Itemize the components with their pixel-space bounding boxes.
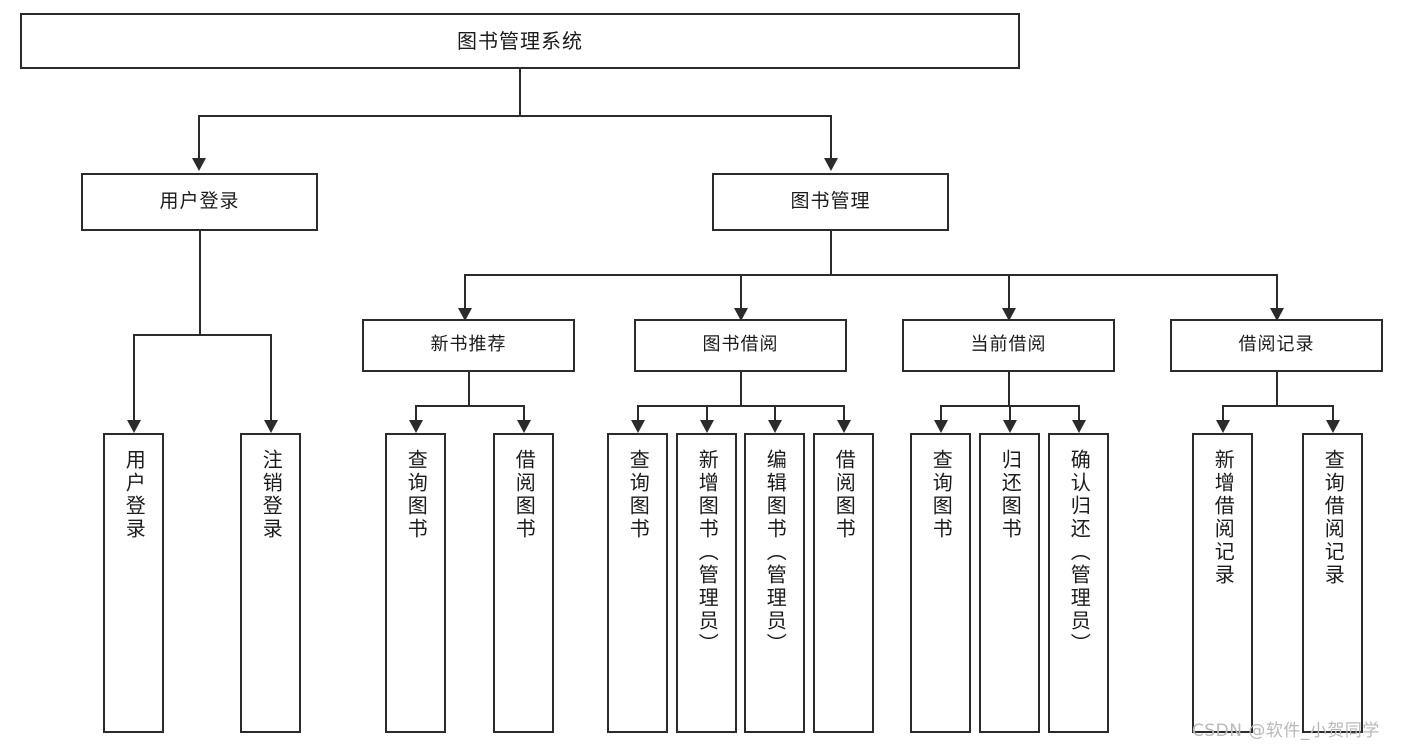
edge-root-to-user-login bbox=[198, 115, 200, 160]
node-leaf-add-record-label: 新增借阅记录 bbox=[1211, 449, 1236, 587]
edge-borrow-to-leaf-2 bbox=[706, 405, 708, 424]
edge-new-book-to-leaf-2 bbox=[523, 405, 525, 424]
node-leaf-query-book-3-label: 查询图书 bbox=[929, 449, 954, 541]
arrow-borrow-to-leaf-1 bbox=[631, 420, 645, 433]
edge-borrow-stem bbox=[740, 372, 742, 406]
node-book-manage[interactable]: 图书管理 bbox=[712, 173, 949, 231]
node-book-manage-label: 图书管理 bbox=[790, 190, 871, 213]
node-leaf-user-login-label: 用户登录 bbox=[122, 449, 147, 541]
node-records[interactable]: 借阅记录 bbox=[1170, 319, 1383, 372]
edge-borrow-to-leaf-3 bbox=[774, 405, 776, 424]
arrow-book-manage-to-current bbox=[1002, 308, 1016, 321]
node-new-book-label: 新书推荐 bbox=[430, 334, 507, 356]
arrow-borrow-to-leaf-2 bbox=[700, 420, 714, 433]
node-leaf-add-book-label: 新增图书（管理员） bbox=[695, 449, 720, 656]
node-leaf-query-book-1-label: 查询图书 bbox=[404, 449, 429, 541]
node-leaf-query-record-label: 查询借阅记录 bbox=[1321, 449, 1346, 587]
edge-user-login-stem bbox=[199, 231, 201, 335]
edge-new-book-bus bbox=[415, 405, 525, 407]
edge-records-bus bbox=[1222, 405, 1334, 407]
edge-root-to-book-manage bbox=[830, 115, 832, 160]
edge-book-manage-bus bbox=[464, 274, 1276, 276]
node-current[interactable]: 当前借阅 bbox=[902, 319, 1115, 372]
node-leaf-add-book[interactable]: 新增图书（管理员） bbox=[676, 433, 737, 733]
edge-borrow-to-leaf-1 bbox=[637, 405, 639, 424]
arrow-current-to-leaf-3 bbox=[1072, 420, 1086, 433]
edge-book-manage-to-borrow bbox=[740, 274, 742, 312]
edge-user-login-to-leaf-1 bbox=[133, 334, 135, 424]
node-user-login[interactable]: 用户登录 bbox=[81, 173, 318, 231]
node-records-label: 借阅记录 bbox=[1238, 334, 1315, 356]
edge-current-to-leaf-2 bbox=[1009, 405, 1011, 424]
edge-new-book-stem bbox=[468, 372, 470, 406]
node-root-label: 图书管理系统 bbox=[457, 28, 583, 53]
arrow-borrow-to-leaf-4 bbox=[837, 420, 851, 433]
edge-user-login-to-leaf-2 bbox=[270, 334, 272, 424]
arrow-new-book-to-leaf-1 bbox=[409, 420, 423, 433]
arrow-root-to-user-login bbox=[192, 158, 206, 171]
node-leaf-return-book[interactable]: 归还图书 bbox=[979, 433, 1040, 733]
node-leaf-borrow-book-2[interactable]: 借阅图书 bbox=[813, 433, 874, 733]
node-leaf-borrow-book-2-label: 借阅图书 bbox=[832, 449, 857, 541]
arrow-borrow-to-leaf-3 bbox=[768, 420, 782, 433]
edge-current-to-leaf-3 bbox=[1078, 405, 1080, 424]
edge-new-book-to-leaf-1 bbox=[415, 405, 417, 424]
node-borrow-label: 图书借阅 bbox=[702, 334, 779, 356]
arrow-current-to-leaf-2 bbox=[1003, 420, 1017, 433]
edge-borrow-to-leaf-4 bbox=[843, 405, 845, 424]
node-leaf-logout[interactable]: 注销登录 bbox=[240, 433, 301, 733]
edge-records-to-leaf-1 bbox=[1222, 405, 1224, 424]
node-leaf-borrow-book-1[interactable]: 借阅图书 bbox=[493, 433, 554, 733]
arrow-current-to-leaf-1 bbox=[934, 420, 948, 433]
arrow-book-manage-to-records bbox=[1270, 308, 1284, 321]
arrow-book-manage-to-borrow bbox=[734, 308, 748, 321]
arrow-user-login-to-leaf-1 bbox=[127, 420, 141, 433]
arrow-new-book-to-leaf-2 bbox=[517, 420, 531, 433]
arrow-root-to-book-manage bbox=[824, 158, 838, 171]
node-leaf-user-login[interactable]: 用户登录 bbox=[103, 433, 164, 733]
node-leaf-return-book-label: 归还图书 bbox=[998, 449, 1023, 541]
node-leaf-confirm-return-label: 确认归还（管理员） bbox=[1067, 449, 1092, 656]
node-leaf-logout-label: 注销登录 bbox=[259, 449, 284, 541]
node-borrow[interactable]: 图书借阅 bbox=[634, 319, 847, 372]
edge-root-stem bbox=[519, 69, 521, 117]
edge-borrow-bus bbox=[637, 405, 845, 407]
node-current-label: 当前借阅 bbox=[970, 334, 1047, 356]
watermark-text: CSDN @软件_小贺同学 bbox=[1192, 721, 1380, 741]
node-leaf-add-record[interactable]: 新增借阅记录 bbox=[1192, 433, 1253, 733]
node-leaf-query-record[interactable]: 查询借阅记录 bbox=[1302, 433, 1363, 733]
node-leaf-edit-book[interactable]: 编辑图书（管理员） bbox=[744, 433, 805, 733]
node-leaf-edit-book-label: 编辑图书（管理员） bbox=[763, 449, 788, 656]
node-leaf-query-book-3[interactable]: 查询图书 bbox=[910, 433, 971, 733]
node-leaf-query-book-1[interactable]: 查询图书 bbox=[385, 433, 446, 733]
arrow-book-manage-to-new-book bbox=[458, 308, 472, 321]
edge-current-to-leaf-1 bbox=[940, 405, 942, 424]
arrow-user-login-to-leaf-2 bbox=[264, 420, 278, 433]
edge-current-stem bbox=[1008, 372, 1010, 406]
edge-records-to-leaf-2 bbox=[1332, 405, 1334, 424]
node-leaf-query-book-2[interactable]: 查询图书 bbox=[607, 433, 668, 733]
edge-book-manage-to-records bbox=[1276, 274, 1278, 312]
node-leaf-query-book-2-label: 查询图书 bbox=[626, 449, 651, 541]
node-user-login-label: 用户登录 bbox=[159, 190, 240, 213]
arrow-records-to-leaf-2 bbox=[1326, 420, 1340, 433]
node-new-book[interactable]: 新书推荐 bbox=[362, 319, 575, 372]
node-leaf-confirm-return[interactable]: 确认归还（管理员） bbox=[1048, 433, 1109, 733]
arrow-records-to-leaf-1 bbox=[1216, 420, 1230, 433]
node-root[interactable]: 图书管理系统 bbox=[20, 13, 1020, 69]
node-leaf-borrow-book-1-label: 借阅图书 bbox=[512, 449, 537, 541]
edge-book-manage-to-new-book bbox=[464, 274, 466, 312]
edge-book-manage-to-current bbox=[1008, 274, 1010, 312]
edge-root-bus bbox=[198, 115, 832, 117]
edge-records-stem bbox=[1276, 372, 1278, 406]
edge-user-login-bus bbox=[133, 334, 271, 336]
edge-book-manage-stem bbox=[830, 231, 832, 276]
